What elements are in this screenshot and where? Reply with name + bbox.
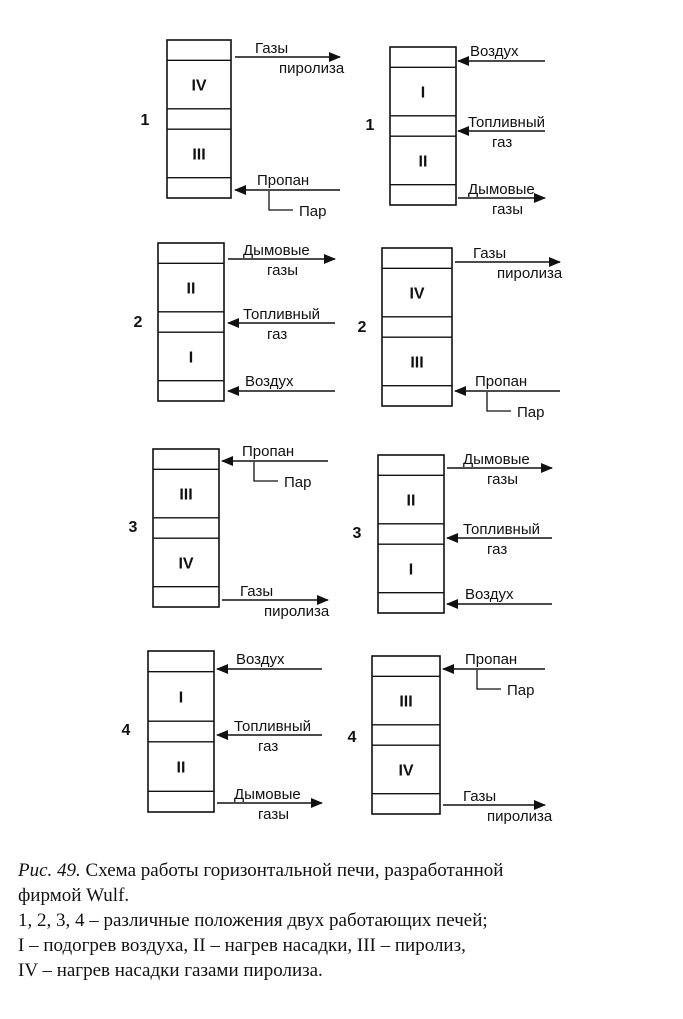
flow-label-cont: газы [487,471,518,488]
chamber-label: IV [398,762,413,779]
panel-number: 4 [348,729,357,746]
flow-label: Топливный [468,114,545,131]
figure-label: Рис. 49. [18,860,81,881]
flow-label: Воздух [465,586,514,603]
caption-legend-stages-1: I – подогрев воздуха, II – нагрев насадк… [18,935,466,956]
chamber-label: IV [409,286,424,303]
flow-label: Газы [240,583,273,600]
chamber-label: III [410,354,423,371]
panel-number: 4 [122,722,131,739]
flow-label: Дымовые [243,242,310,259]
panel-number: 1 [366,117,375,134]
chamber-label: II [177,760,186,777]
branch-label: Пар [517,404,544,421]
chamber-label: I [421,85,425,102]
flow-label: Газы [463,788,496,805]
flow-label: Газы [255,40,288,57]
furnace-stack [371,655,441,815]
flow-label: Топливный [234,718,311,735]
caption-line-1: Рис. 49. Схема работы горизонтальной печ… [18,858,668,883]
chamber-label: III [179,487,192,504]
flow-label: Топливный [463,521,540,538]
caption-title: Схема работы горизонтальной печи, разраб… [85,860,504,881]
flow-label-cont: газы [267,262,298,279]
figure-caption: Рис. 49. Схема работы горизонтальной печ… [18,858,668,983]
flow-label: Пропан [475,373,527,390]
flow-label: Пропан [257,172,309,189]
chamber-label: I [409,561,413,578]
flow-label-cont: газ [487,541,507,558]
flow-label-cont: газ [492,134,512,151]
furnace-stack [381,247,453,407]
chamber-label: I [179,689,183,706]
flow-label: Газы [473,245,506,262]
furnace-stack [166,39,232,199]
flow-label: Дымовые [234,786,301,803]
flow-label: Дымовые [463,451,530,468]
furnace-stack [389,46,457,206]
caption-legend-positions: 1, 2, 3, 4 – различные положения двух ра… [18,910,488,931]
chamber-label: IV [178,555,193,572]
flow-label-cont: газ [267,326,287,343]
flow-label: Воздух [245,373,294,390]
branch-label: Пар [299,203,326,220]
flow-label: Пропан [465,651,517,668]
steam-branch-line [268,191,293,211]
flow-label-cont: газы [492,201,523,218]
furnace-stack [377,454,445,614]
caption-legend-stages-2: IV – нагрев насадки газами пиролиза. [18,960,323,981]
flow-label-cont: газы [258,806,289,823]
chamber-label: IV [191,78,206,95]
flow-label-cont: пиролиза [264,603,330,620]
branch-label: Пар [284,474,311,491]
steam-branch-line [253,462,278,482]
chamber-label: III [192,146,205,163]
flow-label-cont: пиролиза [487,808,553,825]
flow-label-cont: пиролиза [279,60,345,77]
chamber-label: II [187,281,196,298]
chamber-label: II [419,153,428,170]
furnace-stack [157,242,225,402]
chamber-label: II [407,493,416,510]
panel-number: 3 [129,519,138,536]
steam-branch-line [476,670,501,690]
flow-label-cont: пиролиза [497,265,563,282]
panel-number: 2 [358,319,367,336]
steam-branch-line [486,392,511,412]
flow-label: Топливный [243,306,320,323]
furnace-stack [147,650,215,813]
chamber-label: III [399,694,412,711]
flow-label: Пропан [242,443,294,460]
furnace-stack [152,448,220,608]
panel-number: 3 [353,525,362,542]
branch-label: Пар [507,682,534,699]
panel-number: 1 [141,112,150,129]
chamber-label: I [189,349,193,366]
panel-number: 2 [134,314,143,331]
flow-label: Воздух [470,43,519,60]
flow-label: Воздух [236,651,285,668]
flow-label-cont: газ [258,738,278,755]
caption-line-2: фирмой Wulf. [18,885,130,906]
flow-label: Дымовые [468,181,535,198]
